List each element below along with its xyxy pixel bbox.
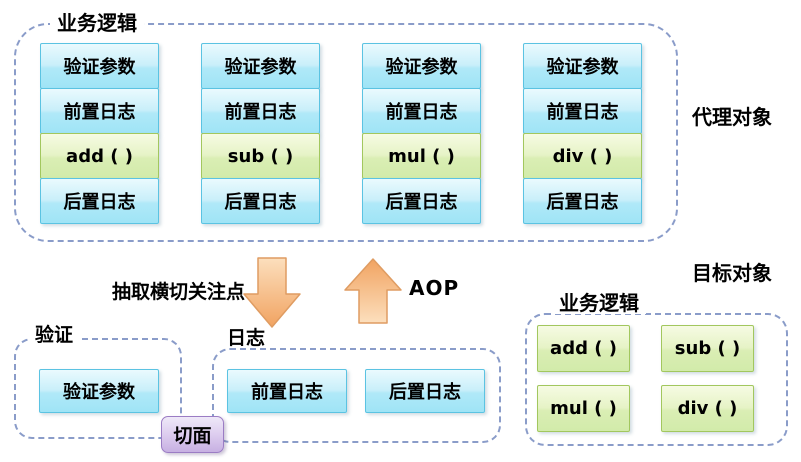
extract-crosscut-label: 抽取横切关注点 [112, 281, 246, 303]
proxy-cell-postlog: 后置日志 [362, 178, 481, 224]
proxy-group-label: 业务逻辑 [50, 12, 144, 34]
prelog-box: 前置日志 [227, 369, 347, 413]
log-group-label: 日志 [227, 327, 266, 349]
proxy-cell-method: mul ( ) [362, 133, 481, 179]
target-method-mul: mul ( ) [537, 385, 630, 432]
target-group-label: 业务逻辑 [552, 292, 646, 314]
aop-label: AOP [409, 276, 460, 300]
proxy-cell-validate: 验证参数 [362, 43, 481, 89]
proxy-cell-prelog: 前置日志 [362, 88, 481, 134]
log-group-border [212, 348, 501, 443]
target-group-border [525, 313, 788, 446]
proxy-cell-validate: 验证参数 [523, 43, 642, 89]
proxy-cell-prelog: 前置日志 [201, 88, 320, 134]
validation-group-label: 验证 [28, 324, 81, 346]
proxy-cell-postlog: 后置日志 [523, 178, 642, 224]
validation-group-border [14, 338, 182, 439]
postlog-box: 后置日志 [365, 369, 485, 413]
proxy-cell-method: div ( ) [523, 133, 642, 179]
target-method-div: div ( ) [661, 385, 754, 432]
up-arrow-icon [344, 258, 402, 324]
proxy-cell-validate: 验证参数 [201, 43, 320, 89]
proxy-cell-postlog: 后置日志 [201, 178, 320, 224]
proxy-group-border [14, 23, 678, 242]
proxy-cell-prelog: 前置日志 [40, 88, 159, 134]
proxy-cell-validate: 验证参数 [40, 43, 159, 89]
proxy-cell-postlog: 后置日志 [40, 178, 159, 224]
validation-param-box: 验证参数 [39, 369, 159, 413]
target-method-add: add ( ) [537, 325, 630, 372]
aspect-badge: 切面 [161, 416, 224, 453]
target-object-heading: 目标对象 [692, 261, 772, 285]
proxy-cell-method: add ( ) [40, 133, 159, 179]
target-method-sub: sub ( ) [661, 325, 754, 372]
proxy-cell-prelog: 前置日志 [523, 88, 642, 134]
down-arrow-icon [243, 257, 301, 328]
proxy-cell-method: sub ( ) [201, 133, 320, 179]
proxy-side-label: 代理对象 [692, 105, 772, 129]
